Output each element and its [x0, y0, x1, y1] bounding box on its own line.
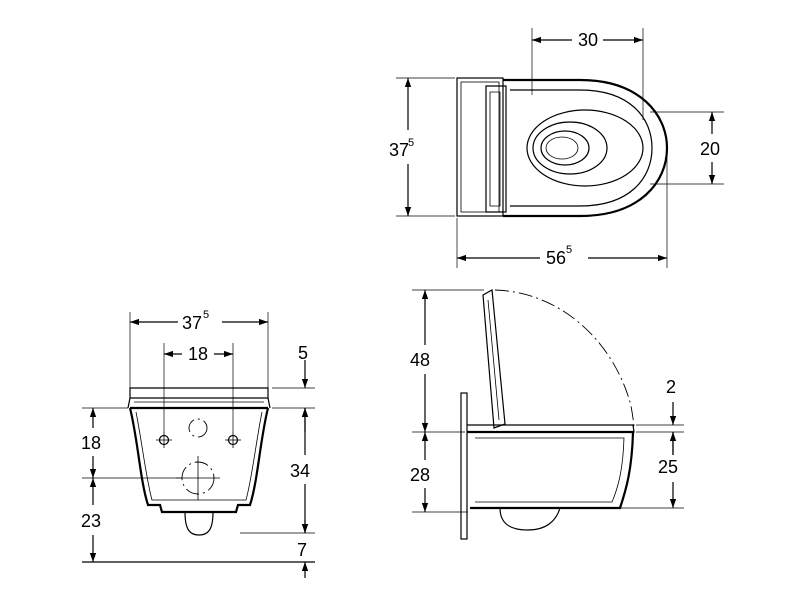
front-water-inlet	[188, 418, 208, 438]
side-raised-lid	[482, 289, 506, 429]
dim-top-bowl-label: 20	[700, 139, 720, 159]
dim-front-bolts-label: 18	[188, 344, 208, 364]
top-water-surface	[540, 130, 590, 166]
side-wall-plate	[460, 392, 468, 540]
dim-top-depth-label: 37	[389, 140, 409, 160]
dim-front-bowl-label: 34	[290, 461, 310, 481]
top-bowl-outline	[503, 78, 669, 218]
dim-top-width-label: 30	[578, 30, 598, 50]
dim-top-length-sup: 5	[566, 244, 572, 256]
dim-side-bowl-label: 25	[658, 457, 678, 477]
top-seat-opening	[526, 109, 644, 187]
dim-front-left-lower-label: 23	[81, 511, 101, 531]
side-lid-swing-arc	[494, 289, 635, 427]
dim-front-left-upper-label: 18	[81, 433, 101, 453]
dim-front-floor-label: 7	[297, 540, 307, 560]
top-bowl-opening	[532, 121, 608, 175]
dim-top-depth-sup: 5	[408, 137, 414, 149]
dim-side-lid-label: 48	[410, 350, 430, 370]
side-bowl-body	[467, 430, 635, 510]
dim-front-offset-label: 5	[298, 343, 308, 363]
side-outlet	[499, 507, 561, 531]
top-hinge-bar	[485, 85, 507, 213]
top-wall-plate	[456, 77, 504, 217]
front-bolt-left	[156, 432, 172, 448]
front-bowl-body	[128, 407, 270, 514]
top-view: 30 37 5 20 56 5	[389, 28, 724, 268]
front-seat-top	[129, 387, 269, 399]
dim-front-width-sup: 5	[203, 309, 209, 321]
front-outlet	[184, 511, 214, 536]
dim-front-width-label: 37	[182, 313, 202, 333]
front-bolt-right	[225, 432, 241, 448]
dim-side-seat-label: 2	[666, 377, 676, 397]
dim-top-length-label: 56	[546, 248, 566, 268]
front-view: 37 5 18 5 34 7 18 23	[81, 309, 315, 578]
dim-side-mount-label: 28	[410, 465, 430, 485]
side-view: 48 28 2 25	[410, 289, 684, 540]
